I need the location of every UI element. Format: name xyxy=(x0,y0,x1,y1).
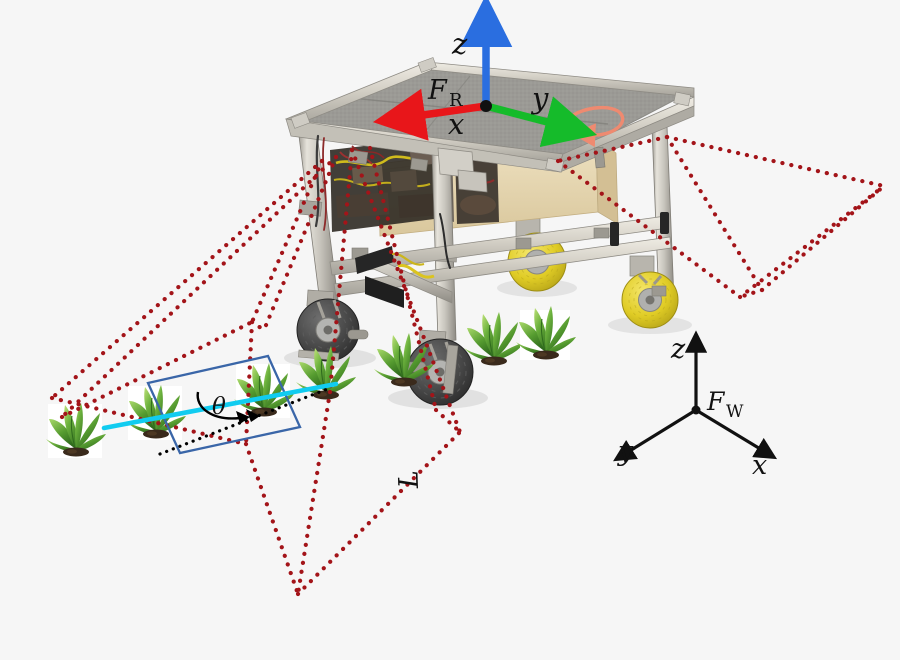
world-frame-label-subscript: W xyxy=(726,402,744,422)
world-axis-x xyxy=(695,408,778,460)
theta-arc xyxy=(196,391,250,424)
robot-axis-y-label: y xyxy=(530,81,549,115)
world-frame-origin xyxy=(691,405,701,415)
lane-length-label: L xyxy=(393,470,425,490)
robot-axis-x xyxy=(372,88,487,141)
robot-axis-x-label: x xyxy=(448,107,464,141)
controller-box-b xyxy=(355,246,394,274)
plant-item xyxy=(233,362,295,418)
frustum-right xyxy=(555,134,887,300)
crop-row-region xyxy=(146,354,302,455)
robot-frame-label-subscript: R xyxy=(449,90,463,111)
world-axis-z-label: z xyxy=(670,334,686,365)
robot-frame-origin xyxy=(480,100,492,112)
world-frame-label: F xyxy=(706,387,726,416)
robot-axis-z-label: z xyxy=(451,27,468,61)
theta-label: θ xyxy=(212,394,226,420)
wheel-front-left xyxy=(296,289,369,362)
heading-line xyxy=(158,386,332,456)
controller-box-a xyxy=(365,276,404,308)
lower-rails xyxy=(329,212,672,308)
world-axis-y xyxy=(613,408,697,462)
plant-item xyxy=(45,402,107,458)
frustum-center xyxy=(243,145,463,597)
robot-frame-label: F xyxy=(427,75,448,106)
crop-row-line xyxy=(101,381,339,431)
plant-item xyxy=(515,305,577,360)
world-axis-y-label: y xyxy=(617,436,634,467)
robot-axis-y xyxy=(485,96,598,148)
world-axis-x-label: x xyxy=(752,450,767,481)
